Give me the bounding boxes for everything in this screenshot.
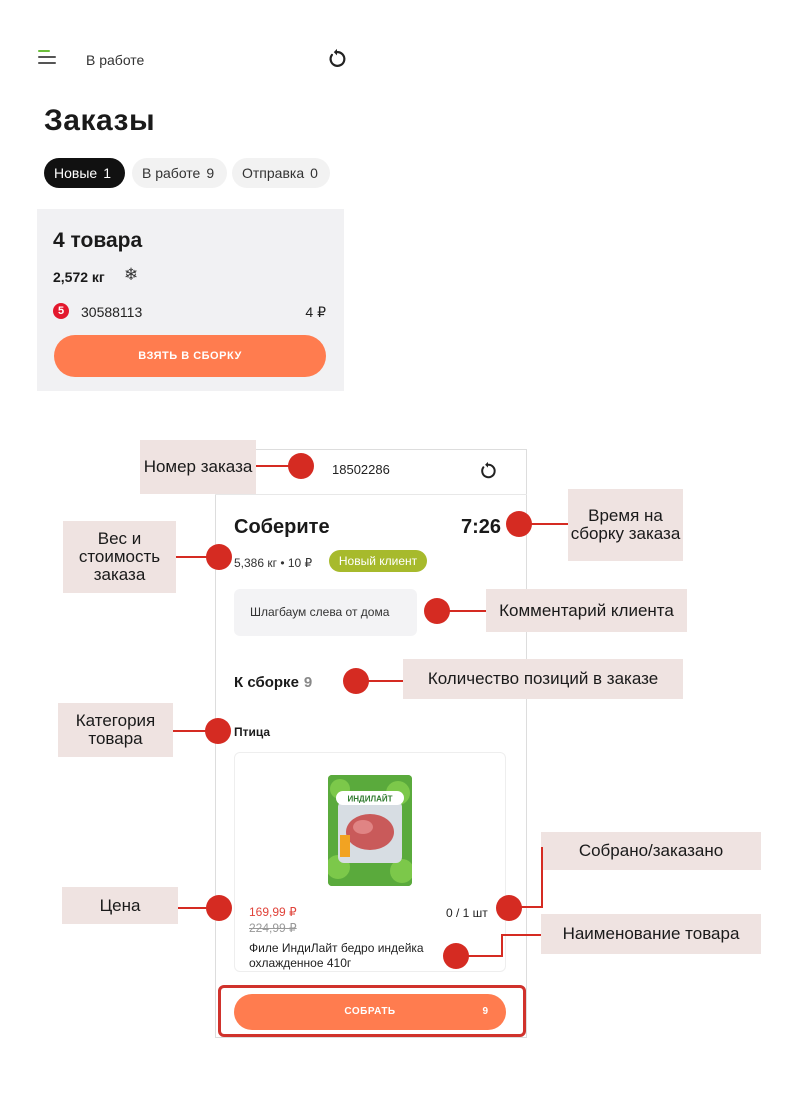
collect-button-highlight bbox=[218, 985, 526, 1037]
callout-weight-cost: Вес и стоимость заказа bbox=[63, 521, 176, 593]
category-label: Птица bbox=[234, 725, 271, 739]
callout-assembly-time: Время на сборку заказа bbox=[568, 489, 683, 561]
order-card[interactable]: 4 товара 2,572 кг ❄ 5 30588113 4 ₽ ВЗЯТЬ… bbox=[37, 209, 344, 391]
snowflake-icon: ❄ bbox=[124, 265, 139, 284]
order-card-id: 30588113 bbox=[81, 304, 143, 320]
callout-connector bbox=[520, 523, 568, 525]
callout-client-comment: Комментарий клиента bbox=[486, 589, 687, 632]
refresh-icon[interactable] bbox=[478, 461, 498, 481]
callout-dot bbox=[506, 511, 532, 537]
tab-count: 9 bbox=[206, 165, 215, 181]
order-card-title: 4 товара bbox=[53, 229, 143, 252]
collect-button-count: 9 bbox=[482, 1006, 488, 1017]
callout-dot bbox=[496, 895, 522, 921]
callout-product-name: Наименование товара bbox=[541, 914, 761, 954]
tab-new[interactable]: Новые 1 bbox=[44, 158, 125, 188]
product-brand-text: ИНДИЛАЙТ bbox=[347, 795, 392, 804]
tab-label: Новые bbox=[54, 165, 98, 181]
tab-shipping[interactable]: Отправка 0 bbox=[232, 158, 330, 188]
order-card-weight: 2,572 кг bbox=[53, 269, 105, 285]
product-name: Филе ИндиЛайт бедро индейка охлажденное … bbox=[249, 941, 424, 970]
collect-title: Соберите bbox=[234, 516, 330, 538]
take-to-assembly-button[interactable]: ВЗЯТЬ В СБОРКУ bbox=[54, 335, 326, 377]
callout-connector bbox=[501, 934, 541, 936]
store-logo-icon: 5 bbox=[53, 303, 69, 319]
callout-connector bbox=[178, 907, 214, 909]
price-current: 169,99 ₽ bbox=[249, 905, 297, 919]
callout-dot bbox=[443, 943, 469, 969]
new-client-badge: Новый клиент bbox=[329, 550, 427, 572]
callout-category: Категория товара bbox=[58, 703, 173, 757]
client-comment-text: Шлагбаум слева от дома bbox=[250, 605, 390, 619]
callout-connector bbox=[173, 730, 213, 732]
tab-in-work[interactable]: В работе 9 bbox=[132, 158, 227, 188]
callout-connector bbox=[515, 906, 543, 908]
callout-connector bbox=[501, 934, 503, 956]
assembly-timer: 7:26 bbox=[461, 516, 502, 538]
tab-label: Отправка bbox=[242, 165, 305, 181]
to-assemble-label: К сборке bbox=[234, 674, 299, 691]
callout-dot bbox=[424, 598, 450, 624]
collected-ordered: 0 / 1 шт bbox=[446, 906, 488, 920]
order-screen bbox=[215, 449, 527, 1038]
callout-connector bbox=[465, 955, 503, 957]
page-title: Заказы bbox=[44, 104, 156, 137]
callout-positions-count: Количество позиций в заказе bbox=[403, 659, 683, 699]
collect-button-label: СОБРАТЬ bbox=[344, 1006, 396, 1017]
callout-dot bbox=[205, 718, 231, 744]
callout-dot bbox=[206, 895, 232, 921]
callout-price: Цена bbox=[62, 887, 178, 924]
collect-button[interactable]: СОБРАТЬ 9 bbox=[234, 994, 506, 1030]
product-card[interactable] bbox=[234, 752, 506, 972]
order-weight-cost: 5,386 кг • 10 ₽ bbox=[234, 556, 313, 570]
order-number: 18502286 bbox=[332, 462, 390, 477]
status-label: В работе bbox=[86, 52, 145, 68]
refresh-icon[interactable] bbox=[326, 48, 348, 70]
callout-connector bbox=[176, 556, 216, 558]
callout-connector bbox=[365, 680, 403, 682]
tab-label: В работе bbox=[142, 165, 201, 181]
callout-connector bbox=[445, 610, 486, 612]
header-divider bbox=[215, 494, 527, 495]
callout-dot bbox=[206, 544, 232, 570]
to-assemble-count: 9 bbox=[303, 674, 313, 691]
tab-count: 1 bbox=[103, 165, 111, 181]
menu-icon[interactable] bbox=[38, 50, 56, 66]
order-card-price: 4 ₽ bbox=[305, 304, 326, 320]
callout-collected-ordered: Собрано/заказано bbox=[541, 832, 761, 870]
callout-dot bbox=[343, 668, 369, 694]
callout-connector bbox=[541, 848, 543, 908]
product-image[interactable]: ИНДИЛАЙТ bbox=[328, 775, 412, 886]
callout-dot bbox=[288, 453, 314, 479]
tab-count: 0 bbox=[310, 165, 318, 181]
client-comment: Шлагбаум слева от дома bbox=[234, 589, 417, 636]
callout-order-number: Номер заказа bbox=[140, 440, 256, 494]
price-old: 224,99 ₽ bbox=[249, 921, 297, 935]
callout-connector bbox=[256, 465, 296, 467]
